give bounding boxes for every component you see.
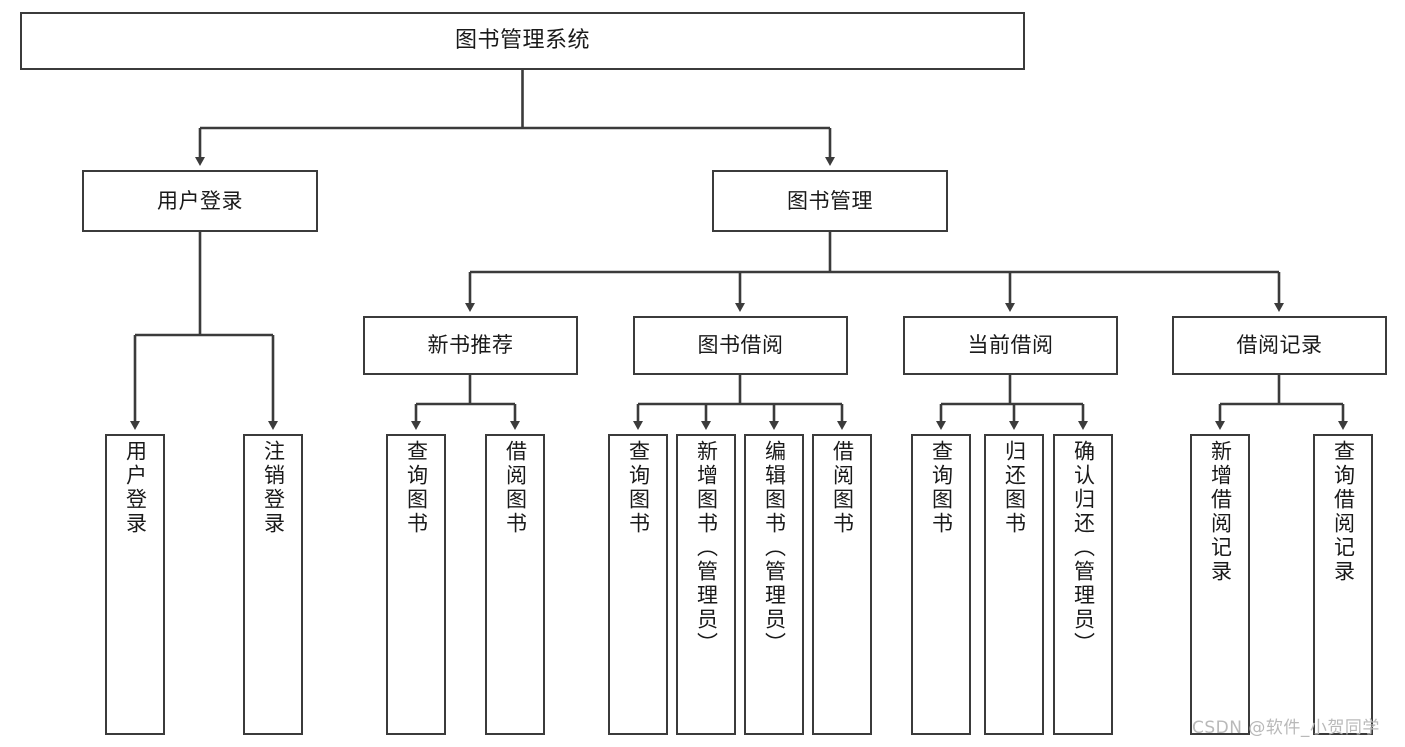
node-label: 注销登录 xyxy=(261,440,286,536)
node-root-book-management-system[interactable]: 图书管理系统 xyxy=(20,12,1025,70)
node-user-login[interactable]: 用户登录 xyxy=(82,170,318,232)
node-leaf-query-books-newbook[interactable]: 查询图书 xyxy=(386,434,446,735)
node-new-book-recommendation[interactable]: 新书推荐 xyxy=(363,316,578,375)
node-label: 图书管理 xyxy=(787,188,873,213)
node-label: 新增借阅记录 xyxy=(1208,440,1233,584)
node-borrowing-records[interactable]: 借阅记录 xyxy=(1172,316,1387,375)
node-book-management[interactable]: 图书管理 xyxy=(712,170,948,232)
node-label: 用户登录 xyxy=(123,440,148,536)
node-label: 借阅记录 xyxy=(1236,333,1323,358)
node-leaf-confirm-return-admin[interactable]: 确认归还（管理员） xyxy=(1053,434,1113,735)
node-leaf-add-borrow-record[interactable]: 新增借阅记录 xyxy=(1190,434,1250,735)
node-leaf-borrow-books[interactable]: 借阅图书 xyxy=(812,434,872,735)
node-leaf-borrow-books-newbook[interactable]: 借阅图书 xyxy=(485,434,545,735)
node-label: 确认归还（管理员） xyxy=(1071,440,1096,656)
node-leaf-return-books[interactable]: 归还图书 xyxy=(984,434,1044,735)
node-label: 用户登录 xyxy=(157,188,243,213)
node-leaf-user-login[interactable]: 用户登录 xyxy=(105,434,165,735)
node-label: 查询借阅记录 xyxy=(1331,440,1356,584)
node-leaf-query-books-current[interactable]: 查询图书 xyxy=(911,434,971,735)
node-label: 图书管理系统 xyxy=(454,28,590,54)
node-leaf-add-book-admin[interactable]: 新增图书（管理员） xyxy=(676,434,736,735)
node-label: 新书推荐 xyxy=(427,333,514,358)
node-label: 查询图书 xyxy=(626,440,651,536)
node-label: 新增图书（管理员） xyxy=(694,440,719,656)
node-label: 借阅图书 xyxy=(503,440,528,536)
node-label: 当前借阅 xyxy=(967,333,1054,358)
node-label: 归还图书 xyxy=(1002,440,1027,536)
node-leaf-query-books-borrow[interactable]: 查询图书 xyxy=(608,434,668,735)
node-leaf-edit-book-admin[interactable]: 编辑图书（管理员） xyxy=(744,434,804,735)
node-label: 编辑图书（管理员） xyxy=(762,440,787,656)
node-label: 查询图书 xyxy=(929,440,954,536)
node-leaf-logout[interactable]: 注销登录 xyxy=(243,434,303,735)
node-label: 借阅图书 xyxy=(830,440,855,536)
node-label: 查询图书 xyxy=(404,440,429,536)
node-leaf-query-borrow-record[interactable]: 查询借阅记录 xyxy=(1313,434,1373,735)
node-label: 图书借阅 xyxy=(697,333,784,358)
node-book-borrowing[interactable]: 图书借阅 xyxy=(633,316,848,375)
node-current-borrowing[interactable]: 当前借阅 xyxy=(903,316,1118,375)
